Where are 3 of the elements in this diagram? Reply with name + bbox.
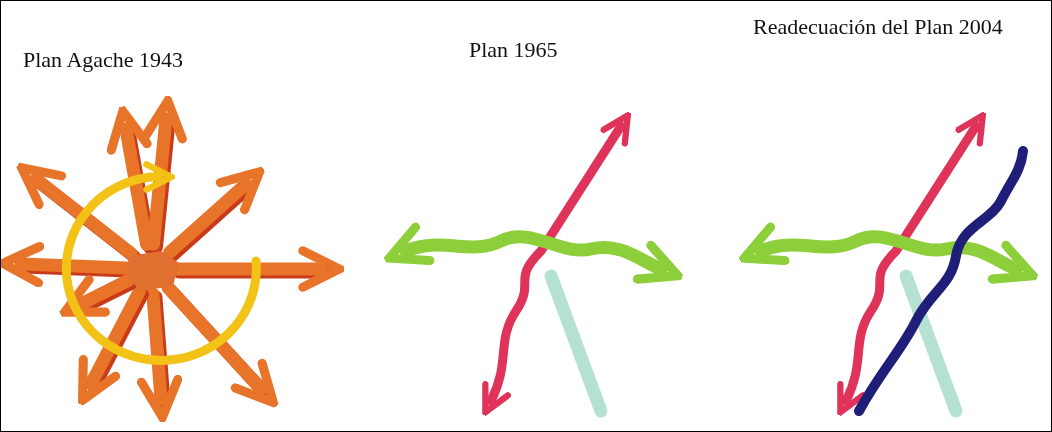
panel-title: Plan Agache 1943 [23, 46, 184, 74]
panel-title: Readecuación del Plan 2004 [753, 13, 1003, 41]
panel-title: Plan 1965 [469, 36, 558, 64]
